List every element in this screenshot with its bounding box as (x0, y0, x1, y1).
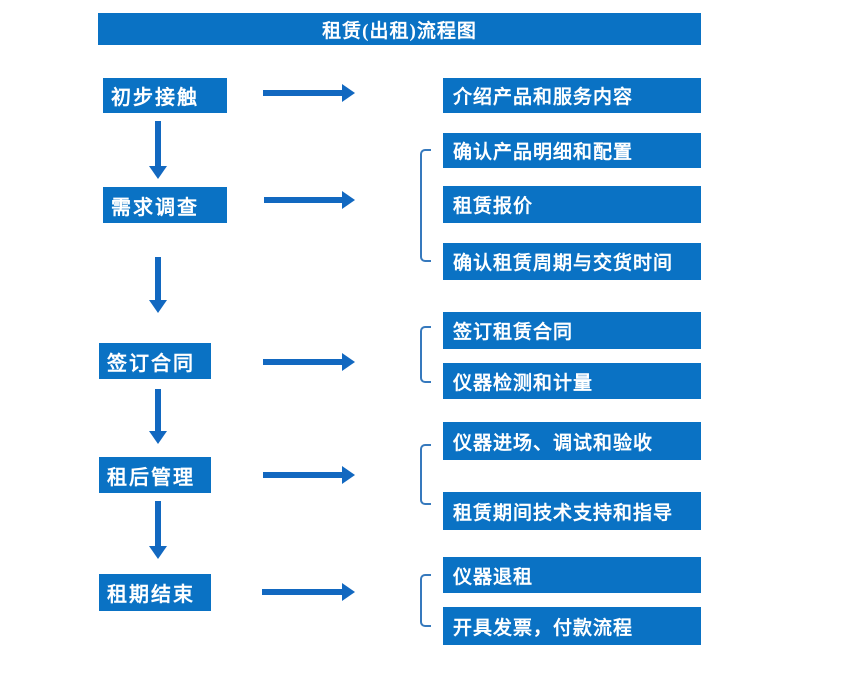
output-box-confirm-rental-period: 确认租赁周期与交货时间 (443, 243, 701, 280)
arrow-shaft (155, 501, 161, 546)
arrow-head (342, 583, 355, 601)
group-bracket-icon (420, 574, 431, 627)
arrow-head (149, 300, 167, 313)
arrow-down-icon (149, 389, 167, 444)
arrow-right-icon (263, 84, 355, 102)
output-box-introduce-products: 介绍产品和服务内容 (443, 78, 701, 113)
arrow-right-icon (263, 353, 355, 371)
arrow-head (149, 431, 167, 444)
arrow-shaft (155, 257, 161, 300)
arrow-shaft (263, 359, 342, 365)
arrow-right-icon (264, 191, 355, 209)
arrow-shaft (263, 472, 342, 478)
arrow-shaft (264, 197, 342, 203)
stage-box-demand-survey: 需求调查 (103, 187, 227, 223)
arrow-head (149, 546, 167, 559)
output-box-invoice-payment: 开具发票，付款流程 (443, 607, 701, 645)
arrow-shaft (155, 389, 161, 431)
arrow-head (342, 353, 355, 371)
stage-box-sign-contract: 签订合同 (99, 343, 211, 379)
arrow-right-icon (263, 466, 355, 484)
output-box-confirm-product-details: 确认产品明细和配置 (443, 133, 701, 168)
arrow-head (342, 466, 355, 484)
arrow-head (342, 191, 355, 209)
group-bracket-icon (420, 326, 431, 383)
output-box-instrument-inspection: 仪器检测和计量 (443, 363, 701, 399)
arrow-right-icon (262, 583, 355, 601)
arrow-down-icon (149, 121, 167, 179)
arrow-down-icon (149, 257, 167, 313)
output-box-sign-rental-contract: 签订租赁合同 (443, 312, 701, 349)
arrow-shaft (262, 589, 342, 595)
arrow-down-icon (149, 501, 167, 559)
arrow-head (149, 166, 167, 179)
flowchart-title: 租赁(出租)流程图 (98, 13, 701, 45)
arrow-shaft (263, 90, 342, 96)
stage-box-post-rental-management: 租后管理 (99, 457, 211, 493)
stage-box-initial-contact: 初步接触 (103, 78, 227, 113)
group-bracket-icon (420, 149, 431, 262)
arrow-head (342, 84, 355, 102)
output-box-rental-quote: 租赁报价 (443, 186, 701, 223)
output-box-instrument-return: 仪器退租 (443, 557, 701, 593)
output-box-instrument-entry: 仪器进场、调试和验收 (443, 422, 701, 460)
group-bracket-icon (420, 444, 431, 505)
arrow-shaft (155, 121, 161, 166)
stage-box-rental-end: 租期结束 (99, 574, 211, 611)
output-box-technical-support: 租赁期间技术支持和指导 (443, 492, 701, 530)
